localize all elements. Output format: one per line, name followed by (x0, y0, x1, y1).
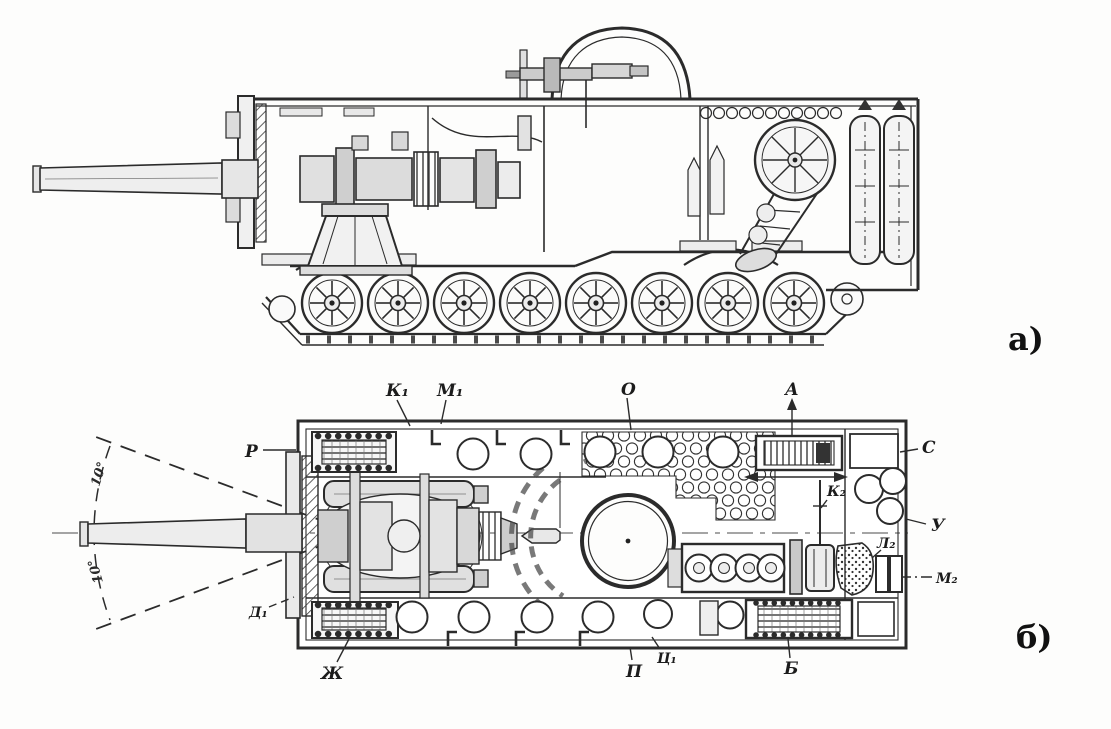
callout-u: У (931, 516, 946, 536)
callout-b: Б (783, 659, 799, 679)
recoil-breech-plan (317, 469, 518, 603)
air-filter (835, 542, 875, 596)
rail-double-arrow (744, 472, 848, 544)
pedestal-mount (299, 203, 413, 276)
side-view-diagram: а) (32, 26, 1044, 358)
callout-leaders (263, 397, 932, 663)
plan-view-label: б) (1016, 618, 1052, 656)
bottom-small-box (699, 600, 719, 636)
traverse-angle-top: 10° (89, 460, 111, 488)
gun-barrel-plan (79, 513, 303, 553)
callout-labels: Р К₁ М₁ О А С К₂ У Л₂ М₂ Б Ц₁ П Ж Д₁ (244, 380, 958, 684)
hull-clip-marks (430, 430, 589, 646)
hull-side (254, 97, 920, 292)
radiators (849, 99, 915, 265)
callout-k1: К₁ (385, 381, 409, 401)
generator-block (744, 598, 854, 640)
fan-flywheel (753, 118, 837, 202)
radiator-block-plan (754, 434, 844, 472)
engine-block (667, 542, 786, 594)
callout-s: С (922, 438, 936, 458)
callout-k2: К₂ (826, 484, 846, 500)
callout-r: Р (244, 442, 259, 462)
gun-barrel-side (32, 159, 259, 199)
twin-tanks (875, 555, 903, 593)
fuel-tanks-cluster (854, 467, 907, 525)
callout-m2: М₂ (935, 571, 958, 587)
callout-a: А (783, 380, 799, 400)
battery-block (311, 601, 399, 639)
machine-gun (505, 57, 649, 128)
drive-belt (734, 191, 819, 273)
rear-stowage-box (849, 433, 899, 469)
callout-p: П (625, 662, 643, 682)
callout-zh: Ж (319, 664, 344, 684)
side-view-label: а) (1008, 320, 1044, 358)
callout-m1: М₁ (436, 381, 463, 401)
hull-openings-bottom (395, 599, 745, 634)
callout-d1: Д₁ (248, 605, 268, 621)
breech-recoil-side (299, 131, 521, 209)
turret-ring-hatch (580, 493, 676, 589)
callout-l2: Л₂ (876, 536, 896, 552)
callout-o: О (621, 380, 636, 400)
transmission-parts (789, 539, 835, 595)
rear-bottom-box (857, 601, 895, 637)
hull-openings-top (456, 437, 553, 471)
traverse-angle-bottom: 10° (86, 557, 107, 585)
callout-ts1: Ц₁ (656, 651, 677, 667)
stowed-shells (687, 144, 725, 217)
plan-view-diagram: 10° 10° (52, 380, 1052, 684)
track-assembly (261, 282, 864, 346)
radio-block (311, 431, 397, 473)
ammo-circles-row (699, 106, 843, 120)
